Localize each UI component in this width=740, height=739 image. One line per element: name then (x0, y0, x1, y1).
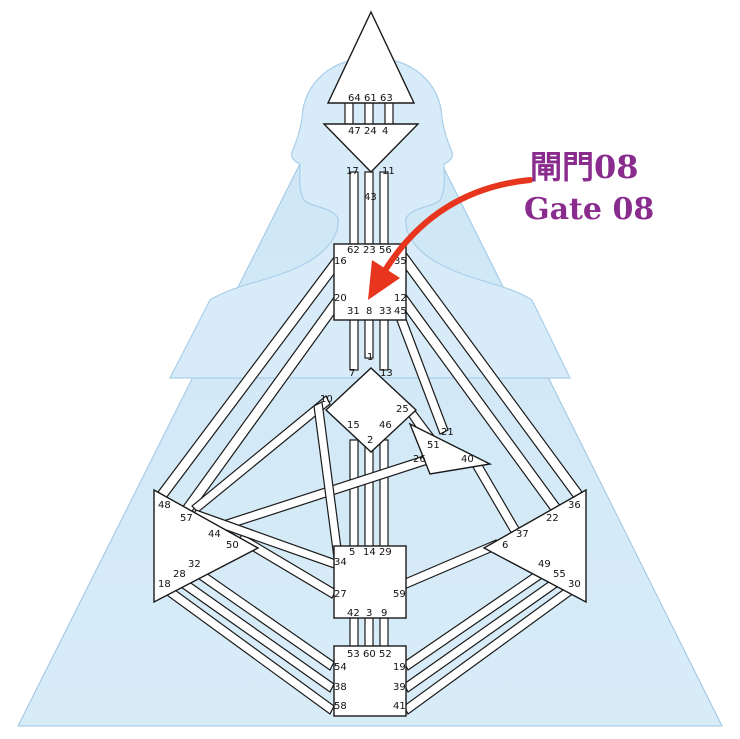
gate-52: 52 (379, 649, 392, 660)
gate-59: 59 (393, 589, 406, 600)
gate-6: 6 (502, 540, 508, 551)
gate-60: 60 (363, 649, 376, 660)
g-center (324, 367, 418, 453)
gate-58: 58 (334, 701, 347, 712)
gate-16: 16 (334, 256, 347, 267)
gate-42: 42 (347, 608, 360, 619)
gate-47: 47 (348, 126, 361, 137)
gate-8: 8 (366, 306, 372, 317)
gate-32: 32 (188, 559, 201, 570)
channel-61-24 (364, 101, 374, 127)
gate-12: 12 (394, 293, 407, 304)
gate-49: 49 (538, 559, 551, 570)
callout-label-chinese: 閘門08 (530, 148, 639, 186)
gate-34: 34 (334, 557, 347, 568)
gate-26: 26 (413, 454, 426, 465)
spleen-center (153, 488, 260, 604)
gate-24: 24 (364, 126, 377, 137)
gate-28: 28 (173, 569, 186, 580)
gate-5: 5 (349, 547, 355, 558)
gate-labels: 64 61 63 47 24 4 17 11 43 62 23 56 16 35… (158, 93, 581, 712)
gate-29: 29 (379, 547, 392, 558)
gate-17: 17 (346, 166, 359, 177)
gate-48: 48 (158, 500, 171, 511)
gate-23: 23 (363, 245, 376, 256)
solar-plexus-center (482, 488, 587, 604)
gate-62: 62 (347, 245, 360, 256)
channel-46-29 (379, 439, 389, 551)
ajna-center (322, 123, 420, 174)
gate-53: 53 (347, 649, 360, 660)
gate-10: 10 (320, 394, 333, 405)
gate-41: 41 (393, 701, 406, 712)
channel-9-52 (379, 617, 389, 651)
gate-57: 57 (180, 513, 193, 524)
gate-22: 22 (546, 513, 559, 524)
channel-17-62 (349, 171, 359, 245)
gate-44: 44 (208, 529, 221, 540)
gate-3: 3 (366, 608, 372, 619)
gate-36: 36 (568, 500, 581, 511)
gate-46: 46 (379, 420, 392, 431)
sacral-center (333, 545, 407, 619)
gate-31: 31 (347, 306, 360, 317)
gate-1: 1 (367, 352, 373, 363)
gate-54: 54 (334, 662, 347, 673)
channel-63-4 (384, 101, 394, 127)
gate-33: 33 (379, 306, 392, 317)
channel-42-53 (349, 617, 359, 651)
gate-15: 15 (347, 420, 360, 431)
gate-55: 55 (553, 569, 566, 580)
gate-11: 11 (382, 166, 395, 177)
channels (157, 101, 583, 715)
channel-43-23 (364, 171, 374, 245)
gate-25: 25 (396, 404, 409, 415)
gate-18: 18 (158, 579, 171, 590)
gate-14: 14 (363, 547, 376, 558)
channel-31-7 (349, 317, 359, 371)
gate-30: 30 (568, 579, 581, 590)
channel-33-13 (379, 317, 389, 371)
gate-38: 38 (334, 682, 347, 693)
gate-45: 45 (394, 306, 407, 317)
gate-2: 2 (367, 435, 373, 446)
gate-9: 9 (381, 608, 387, 619)
gate-37: 37 (516, 529, 529, 540)
gate-20: 20 (334, 293, 347, 304)
gate-19: 19 (393, 662, 406, 673)
head-center (326, 10, 416, 104)
channel-11-56 (379, 171, 389, 245)
ego-center (408, 422, 493, 475)
gate-40: 40 (461, 454, 474, 465)
channel-2-14 (364, 445, 374, 551)
gate-27: 27 (334, 589, 347, 600)
channel-15-5 (349, 439, 359, 551)
callout-arrowhead (368, 260, 400, 300)
gate-13: 13 (380, 368, 393, 379)
gate-50: 50 (226, 540, 239, 551)
callout-arrow (381, 177, 533, 275)
gate-43: 43 (364, 192, 377, 203)
channel-64-47 (344, 101, 354, 127)
gate-39: 39 (393, 682, 406, 693)
gate-51: 51 (427, 440, 440, 451)
gate-21: 21 (441, 427, 454, 438)
gate-4: 4 (382, 126, 388, 137)
gate-63: 63 (380, 93, 393, 104)
gate-64: 64 (348, 93, 361, 104)
callout-label-english: Gate 08 (524, 192, 655, 227)
gate-35: 35 (394, 256, 407, 267)
gate-61: 61 (364, 93, 377, 104)
channel-3-60 (364, 617, 374, 651)
root-center (333, 645, 407, 717)
gate-7: 7 (349, 368, 355, 379)
gate-56: 56 (379, 245, 392, 256)
